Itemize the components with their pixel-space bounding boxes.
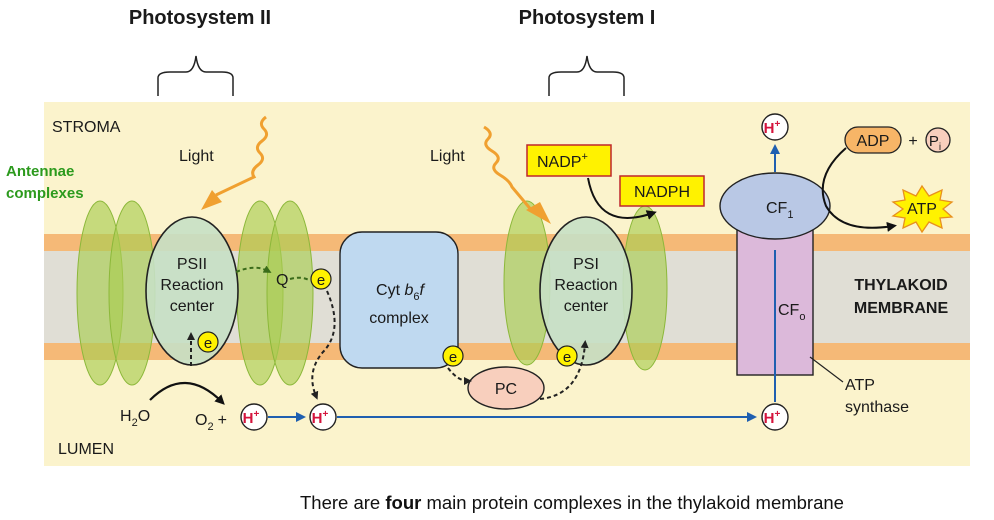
brace-psii	[157, 55, 234, 96]
nadph-box	[619, 175, 705, 207]
pi-label: Pi	[929, 133, 941, 153]
electron-cyt-label: e	[449, 349, 457, 366]
light-arrowhead-right	[526, 202, 551, 224]
electron-psii-label: e	[204, 335, 212, 352]
psii-antennae-group	[76, 200, 314, 386]
water-label: H2O	[120, 408, 150, 429]
nadp-reduction-arrow	[587, 177, 657, 220]
psi-reaction-center	[539, 216, 633, 366]
light-label-right: Light	[430, 148, 465, 165]
nadp-label: NADP+	[537, 151, 588, 171]
psii-label-line2: Reaction	[160, 277, 223, 294]
electron-path-pc-to-psi	[539, 340, 589, 400]
stroma-label: STROMA	[52, 119, 121, 136]
atp-synthase-label-line2: synthase	[845, 399, 909, 416]
electron-cyt	[442, 345, 464, 367]
light-label-left: Light	[179, 148, 214, 165]
cyt-label-line1: Cyt b6f	[376, 282, 425, 303]
heading-photosystem-ii: Photosystem II	[129, 7, 271, 29]
atp-synthase-label-line1: ATP	[845, 377, 875, 394]
proton-lumen	[309, 403, 337, 431]
proton-atp-synthase	[761, 403, 789, 431]
nadph-label: NADPH	[634, 184, 690, 201]
electron-psii	[197, 331, 219, 353]
adp-pill	[844, 126, 902, 154]
atp-starburst	[891, 184, 954, 234]
light-wave-left	[215, 115, 269, 197]
pc-label: PC	[495, 381, 517, 398]
psi-antennae-group	[503, 200, 668, 371]
proton-from-water-label: H+	[243, 409, 260, 427]
psii-label-line3: center	[170, 298, 215, 315]
electron-psi-label: e	[563, 349, 571, 366]
proton-stroma	[761, 113, 789, 141]
membrane-label-line1: THYLAKOID	[854, 277, 947, 294]
light-wave-right	[483, 125, 535, 213]
cyt-label-line2: complex	[369, 310, 429, 327]
antennae-label-line2: complexes	[6, 185, 84, 202]
atp-synthase-pointer	[809, 356, 844, 383]
electron-psi	[556, 345, 578, 367]
nadp-box	[526, 144, 612, 177]
water-splitting-arrow	[149, 381, 225, 405]
electron-path-to-pc	[447, 367, 472, 385]
membrane-label-line2: MEMBRANE	[854, 300, 949, 317]
caption: There are four main protein complexes in…	[300, 492, 844, 514]
caption-before: There are	[300, 492, 386, 513]
caption-after: main protein complexes in the thylakoid …	[421, 492, 844, 513]
proton-lumen-label: H+	[312, 409, 329, 427]
electron-q	[310, 268, 332, 290]
psi-label-line2: Reaction	[554, 277, 617, 294]
q-label: Q	[276, 272, 288, 289]
antenna-ellipse	[266, 200, 314, 386]
light-arrowhead-left	[201, 190, 222, 210]
plastocyanin	[467, 366, 545, 410]
adp-label: ADP	[857, 133, 890, 150]
caption-bold: four	[385, 492, 422, 513]
lumen-label: LUMEN	[58, 441, 114, 458]
psi-label-line1: PSI	[573, 256, 599, 273]
cfo-label: CFo	[778, 302, 805, 323]
cyt-b6f-complex	[339, 231, 459, 369]
pi-circle	[925, 127, 951, 153]
electron-path-to-lumen-proton	[310, 290, 336, 400]
electron-path-q-to-e	[289, 276, 310, 281]
electron-q-label: e	[317, 272, 325, 289]
atp-synthesis-arrow	[821, 147, 897, 232]
cf1-subunit	[719, 172, 831, 240]
psi-label-line3: center	[564, 298, 609, 315]
psii-label-line1: PSII	[177, 256, 207, 273]
electron-path-to-q	[235, 265, 272, 273]
heading-photosystem-i: Photosystem I	[519, 7, 656, 29]
antennae-label-line1: Antennae	[6, 163, 74, 180]
adp-plus: +	[908, 133, 917, 150]
o2-label: O2+	[195, 412, 227, 433]
proton-from-water	[240, 403, 268, 431]
proton-stroma-label: H+	[764, 119, 781, 137]
proton-atp-synthase-label: H+	[764, 409, 781, 427]
brace-psi	[548, 55, 625, 96]
atp-label: ATP	[907, 201, 937, 218]
cf1-label: CF1	[766, 200, 793, 221]
